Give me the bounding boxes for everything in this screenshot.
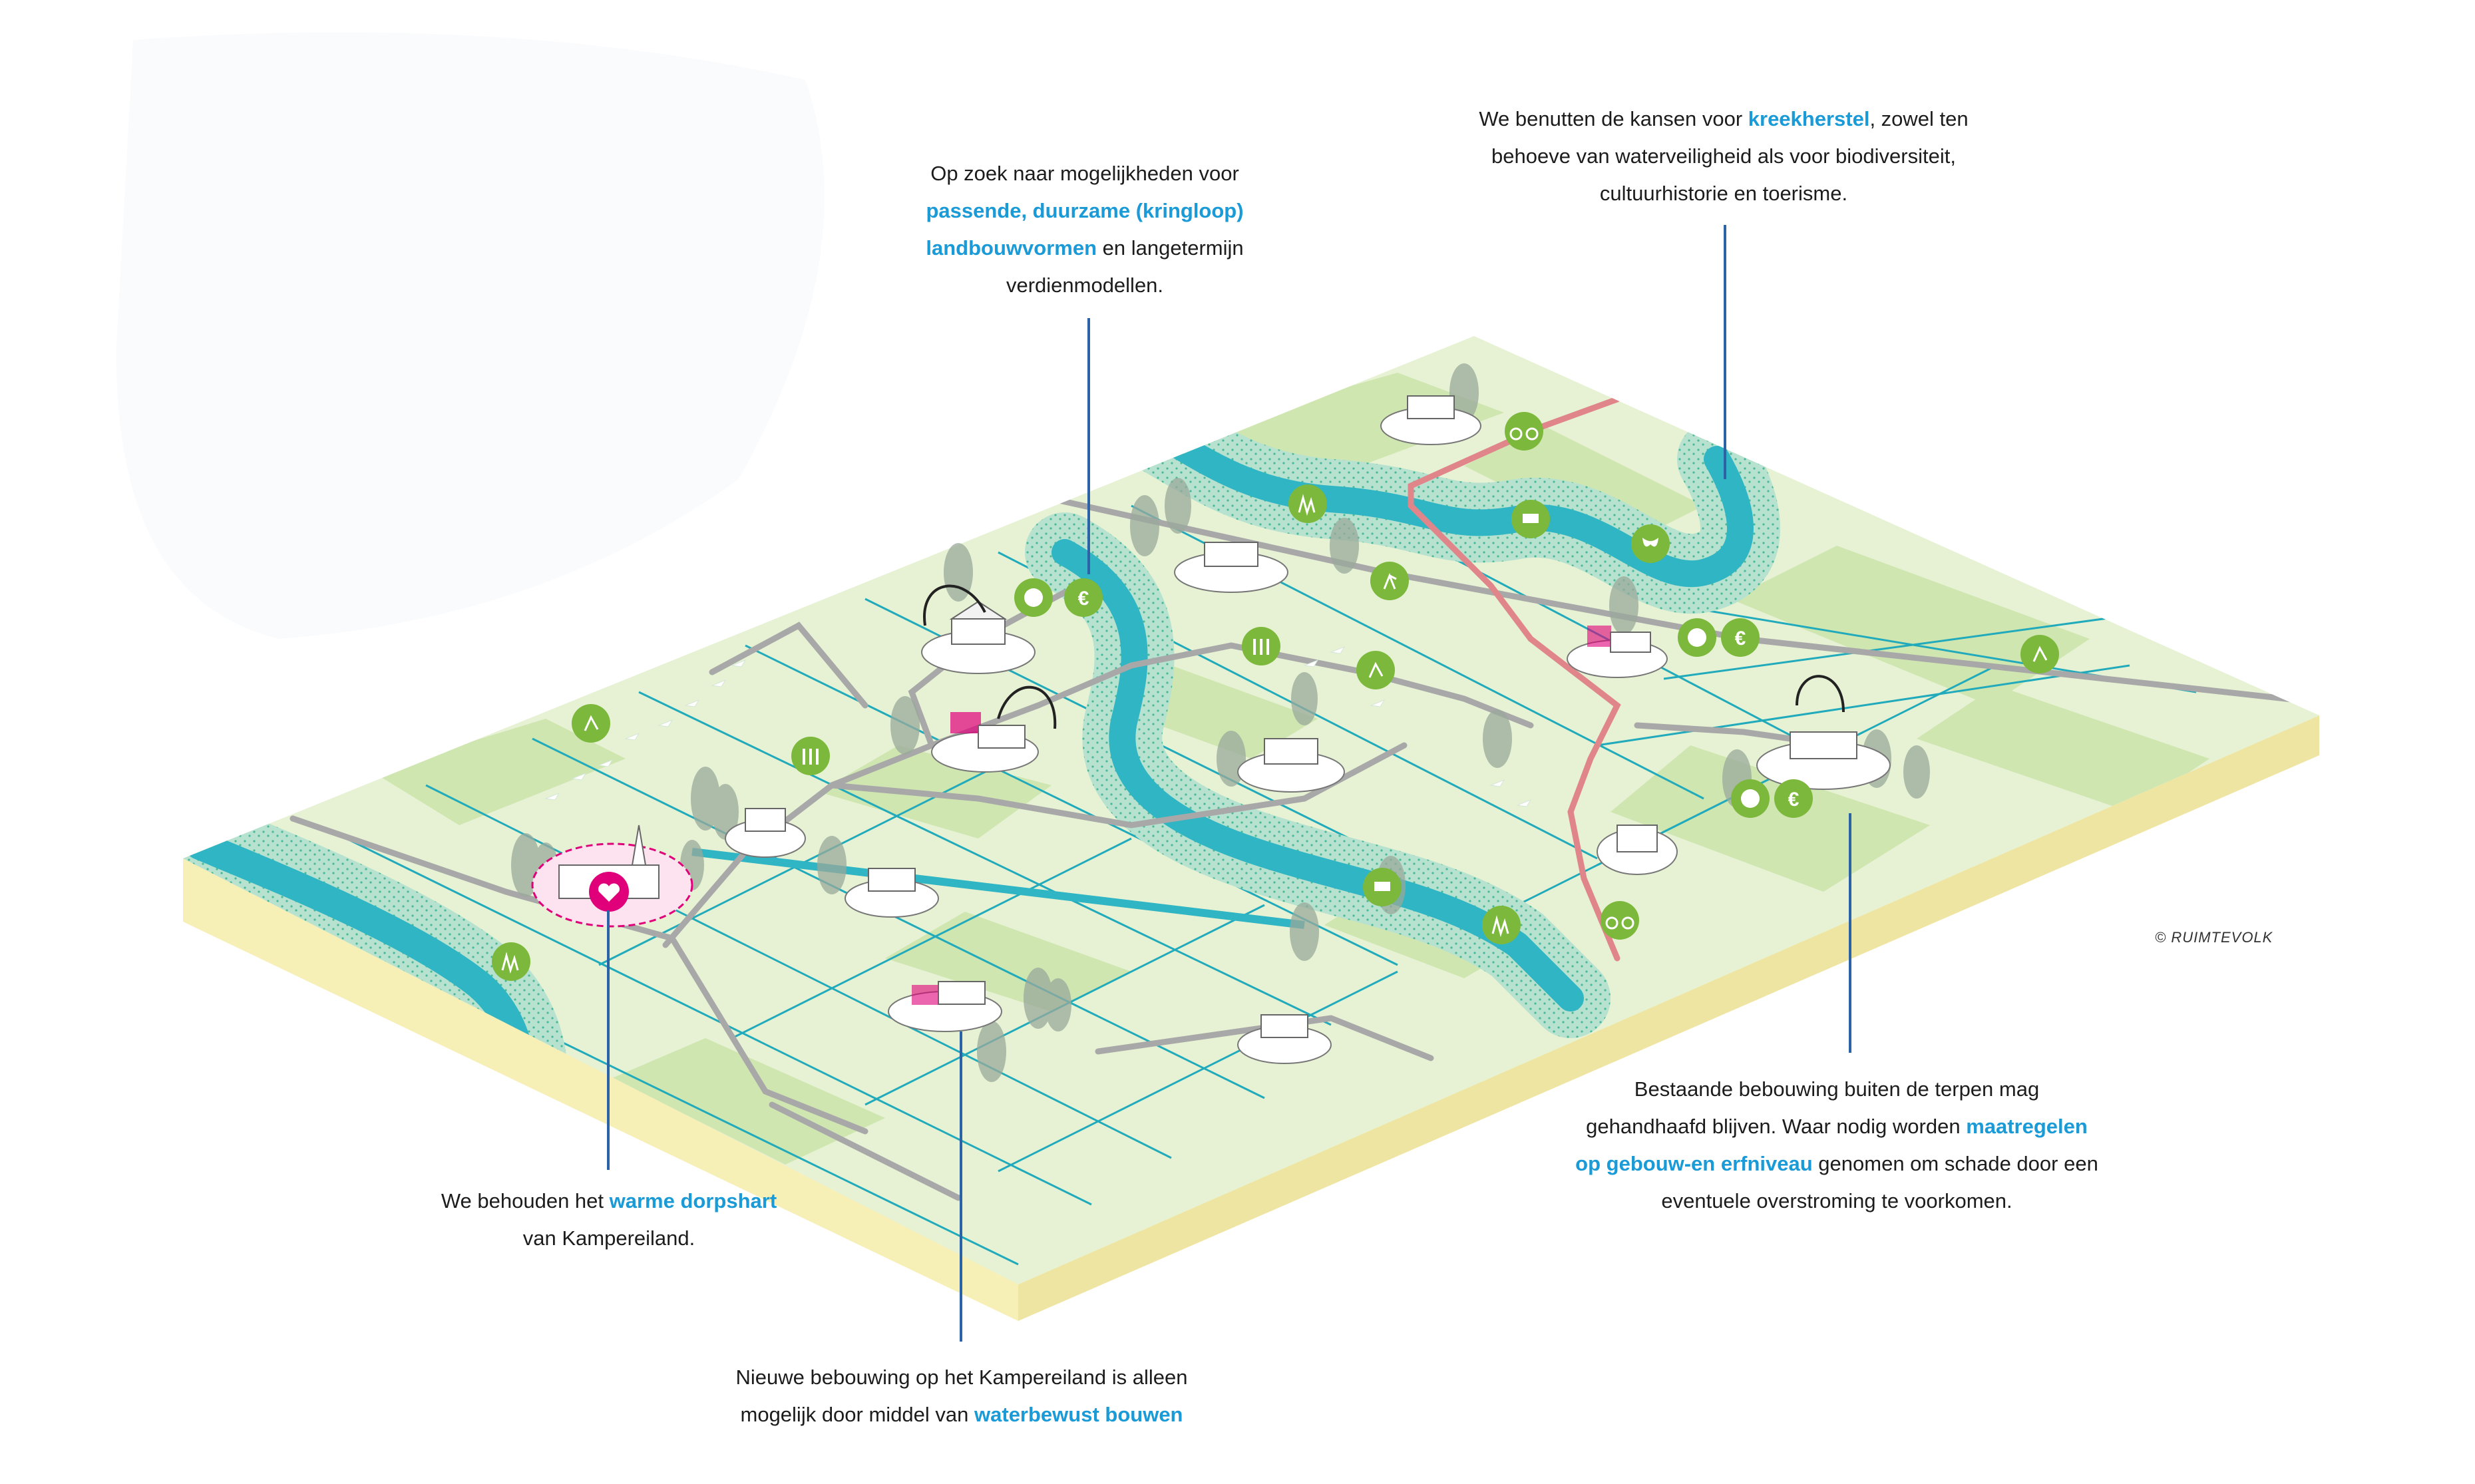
callout-text: mogelijk door middel van <box>740 1403 975 1426</box>
farm-mound <box>931 712 1039 773</box>
callout-highlight: op gebouw-en erfniveau <box>1575 1152 1813 1175</box>
svg-text:€: € <box>1735 628 1746 649</box>
farm-mound <box>1756 731 1891 790</box>
callout-highlight: landbouwvormen <box>926 236 1097 260</box>
callout-line: cultuurhistorie en toerisme. <box>1599 182 1848 205</box>
butterfly-icon <box>1631 524 1670 563</box>
callout-line: verdienmodellen. <box>1006 274 1164 297</box>
walking-icon <box>1370 562 1409 600</box>
callout-line: landbouwvormen en langetermijn <box>885 230 1284 267</box>
callout-line: gehandhaafd blijven. Waar nodig worden m… <box>1537 1108 2136 1145</box>
farm-mound <box>921 600 1036 674</box>
nature-icon <box>1288 484 1327 523</box>
callout-line: van Kampereiland. <box>522 1226 695 1250</box>
callout-line: Op zoek naar mogelijkheden voor <box>930 162 1239 185</box>
callout-line: eventuele overstroming te voorkomen. <box>1661 1189 2012 1212</box>
callout-text: en langetermijn <box>1097 236 1244 260</box>
background-blob <box>116 32 825 640</box>
farm-mound <box>1237 1014 1332 1064</box>
cycling-icon <box>1601 901 1639 940</box>
leader-line-landbouw <box>1087 318 1090 574</box>
callout-line: mogelijk door middel van waterbewust bou… <box>679 1396 1244 1433</box>
soccer-ball-icon <box>1014 578 1053 617</box>
farm-mound <box>845 868 939 918</box>
farm-mound <box>1174 542 1288 593</box>
nature-icon <box>492 942 530 981</box>
base-right-side <box>1018 715 2319 1321</box>
farm-mound <box>1567 626 1668 678</box>
callout-kreek: We benutten de kansen voor kreekherstel,… <box>1414 100 2033 212</box>
callout-text: , zowel ten <box>1869 107 1969 130</box>
leader-line-nieuwe <box>960 1031 962 1342</box>
callout-text: gehandhaafd blijven. Waar nodig worden <box>1586 1115 1967 1138</box>
soccer-ball-icon <box>1731 779 1770 818</box>
farm-mound <box>1237 738 1345 793</box>
amenity-icons: € € € <box>492 412 2059 981</box>
cycle-path <box>1408 396 1621 962</box>
callout-dorpshart: We behouden het warme dorpshart van Kamp… <box>406 1183 812 1257</box>
callout-line: Nieuwe bebouwing op het Kampereiland is … <box>735 1366 1188 1389</box>
main-canal <box>691 848 1305 929</box>
running-icon <box>1356 651 1395 689</box>
callout-landbouw: Op zoek naar mogelijkheden voor passende… <box>885 155 1284 304</box>
crops-icon <box>1242 627 1280 665</box>
farm-mound <box>725 808 806 858</box>
farm-mound <box>1380 395 1481 445</box>
callout-nieuwe: Nieuwe bebouwing op het Kampereiland is … <box>679 1359 1244 1433</box>
callout-line: We benutten de kansen voor kreekherstel,… <box>1414 100 2033 138</box>
callout-line: We behouden het warme dorpshart <box>406 1183 812 1220</box>
callout-highlight: waterbewust bouwen <box>974 1403 1183 1426</box>
leader-line-kreek <box>1724 225 1726 479</box>
callout-text: We behouden het <box>441 1189 610 1212</box>
callout-line: op gebouw-en erfniveau genomen om schade… <box>1537 1145 2136 1183</box>
svg-text:€: € <box>1788 789 1800 811</box>
credit-label: © RUIMTEVOLK <box>2155 929 2273 946</box>
soccer-ball-icon <box>1678 618 1716 657</box>
cycling-icon <box>1505 412 1543 451</box>
leader-line-bestaande <box>1849 813 1851 1053</box>
waterworks-icon <box>1511 500 1550 538</box>
leader-line-dorpshart <box>607 910 610 1170</box>
base-left-side <box>183 858 1018 1321</box>
crops-icon <box>791 737 830 775</box>
birds <box>544 646 1532 807</box>
callout-highlight: kreekherstel <box>1748 107 1870 130</box>
nature-icon <box>1482 906 1521 944</box>
farm-mound <box>888 981 1002 1032</box>
callout-highlight: maatregelen <box>1966 1115 2088 1138</box>
relocation-arrows <box>923 584 1845 729</box>
callout-highlight: passende, duurzame (kringloop) <box>926 199 1244 222</box>
heart-icon <box>589 872 629 912</box>
farmsteads <box>531 395 1891 1064</box>
callout-text: We benutten de kansen voor <box>1479 107 1748 130</box>
euro-icon: € <box>1064 578 1103 617</box>
euro-icon: € <box>1774 779 1813 818</box>
euro-icon: € <box>1721 618 1760 657</box>
waterworks-icon <box>1363 868 1402 906</box>
svg-text:€: € <box>1078 588 1089 610</box>
running-icon <box>2020 635 2059 673</box>
running-icon <box>572 704 610 743</box>
callout-line: Bestaande bebouwing buiten de terpen mag <box>1634 1077 2040 1101</box>
farm-mound <box>1597 825 1678 875</box>
callout-text: genomen om schade door een <box>1812 1152 2098 1175</box>
callout-highlight: warme dorpshart <box>609 1189 777 1212</box>
callout-bestaande: Bestaande bebouwing buiten de terpen mag… <box>1537 1071 2136 1220</box>
callout-line: behoeve van waterveiligheid als voor bio… <box>1491 144 1956 168</box>
